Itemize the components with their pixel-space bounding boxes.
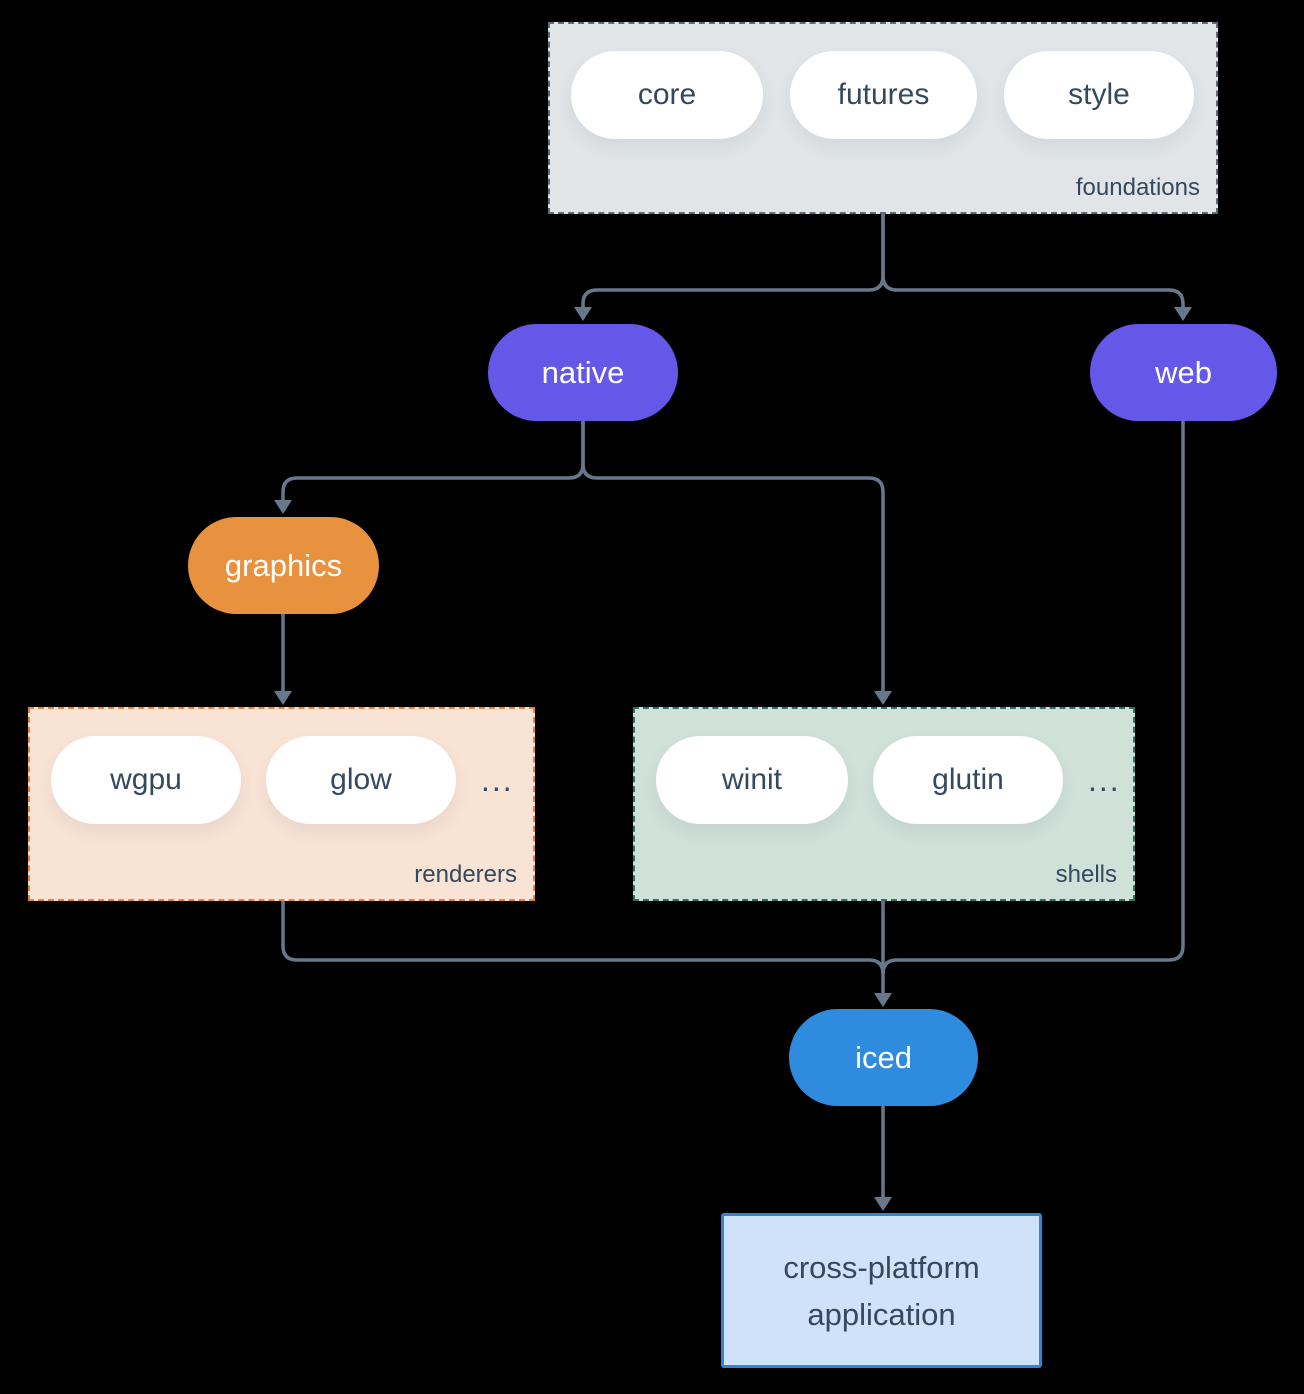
foundations-pill-row: core futures style (550, 51, 1216, 139)
node-glow: glow (266, 736, 456, 824)
application-label-line1: cross-platform (783, 1249, 980, 1285)
renderers-ellipsis: ... (481, 761, 514, 798)
shells-ellipsis: ... (1088, 761, 1121, 798)
arrowhead-native (574, 307, 592, 321)
node-wgpu: wgpu (51, 736, 241, 824)
node-native: native (488, 324, 678, 421)
node-futures: futures (790, 51, 977, 139)
shells-pill-row: winit glutin ... (635, 736, 1133, 824)
node-style: style (1004, 51, 1194, 139)
group-renderers-label: renderers (414, 861, 517, 888)
node-winit: winit (656, 736, 848, 824)
edge-native-graphics (281, 421, 585, 500)
node-core: core (571, 51, 763, 139)
renderers-pill-row: wgpu glow ... (30, 736, 533, 824)
arrowhead-application (874, 1197, 892, 1211)
node-web: web (1090, 324, 1277, 421)
node-graphics: graphics (188, 517, 379, 614)
arrowhead-web (1174, 307, 1192, 321)
node-glutin: glutin (873, 736, 1063, 824)
arrowhead-graphics (274, 500, 292, 514)
group-shells: winit glutin ... shells (633, 707, 1135, 901)
group-foundations: core futures style foundations (548, 22, 1218, 214)
arrowhead-shells (874, 691, 892, 705)
edge-renderers-iced (281, 901, 885, 975)
application-label-line2: application (807, 1296, 956, 1332)
edge-foundations-web (881, 214, 1185, 307)
arrowhead-iced (874, 993, 892, 1007)
group-renderers: wgpu glow ... renderers (28, 707, 535, 901)
edge-native-shells (581, 421, 885, 691)
node-iced: iced (789, 1009, 978, 1106)
arrowhead-renderers (274, 691, 292, 705)
group-shells-label: shells (1055, 861, 1117, 888)
node-cross-platform-application: cross-platform application (721, 1213, 1042, 1368)
edge-foundations-native (581, 214, 885, 307)
group-foundations-label: foundations (1075, 174, 1200, 201)
